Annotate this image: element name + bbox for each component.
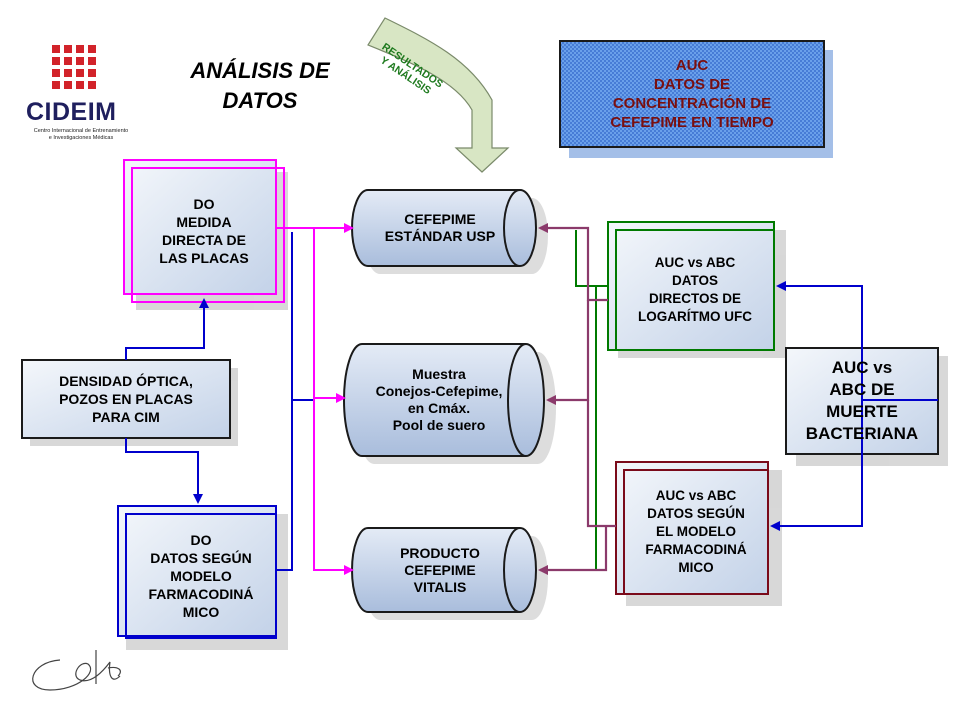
do-modelo-box	[117, 505, 277, 639]
purple-connectors	[538, 223, 616, 575]
logo-name: CIDEIM	[26, 98, 117, 126]
logo-subtitle: Centro Internacional de Entrenamiento e …	[33, 128, 129, 141]
auc-concentration-box	[559, 40, 833, 158]
drum-cefepime-usp-label: CEFEPIME ESTÁNDAR USP	[384, 211, 496, 244]
drum-muestra	[343, 343, 556, 464]
signature-icon	[32, 650, 121, 691]
page-title-line1: ANÁLISIS DE	[190, 58, 330, 83]
drum-muestra-label: Muestra Conejos-Cefepime, en Cmáx. Pool …	[375, 366, 503, 433]
auc-concentration-label: AUC DATOS DE CONCENTRACIÓN DE CEFEPIME E…	[610, 57, 774, 131]
results-banner-arrow	[367, 17, 510, 173]
densidad-text: DENSIDAD ÓPTICA, POZOS EN PLACAS PARA CI…	[59, 373, 193, 425]
drum-vitalis	[351, 527, 548, 620]
blue-connectors	[125, 232, 938, 571]
do-modelo-text: DO DATOS SEGÚN MODELO FARMACODINÁ MICO	[148, 532, 254, 620]
auc-abc-directos-label: AUC vs ABC DATOS DIRECTOS DE LOGARÍTMO U…	[616, 230, 774, 350]
do-medida-label: DO MEDIDA DIRECTA DE LAS PLACAS	[132, 168, 276, 294]
auc-abc-directos-text: AUC vs ABC DATOS DIRECTOS DE LOGARÍTMO U…	[638, 255, 752, 324]
page-title-line2: DATOS	[222, 88, 298, 113]
auc-abc-directos-box	[607, 221, 775, 351]
page-title: ANÁLISIS DE DATOS	[170, 56, 350, 116]
drum-cefepime-usp	[351, 189, 548, 274]
do-medida-text: DO MEDIDA DIRECTA DE LAS PLACAS	[159, 196, 249, 266]
magenta-connectors	[276, 223, 354, 575]
drum-vitalis-label: PRODUCTO CEFEPIME VITALIS	[400, 544, 480, 595]
auc-abc-modelo-text: AUC vs ABC DATOS SEGÚN EL MODELO FARMACO…	[645, 488, 747, 575]
do-modelo-label: DO DATOS SEGÚN MODELO FARMACODINÁ MICO	[126, 514, 276, 638]
densidad-box	[21, 359, 231, 439]
auc-abc-modelo-label: AUC vs ABC DATOS SEGÚN EL MODELO FARMACO…	[624, 470, 768, 594]
auc-abc-muerte-label: AUC vs ABC DE MUERTE BACTERIANA	[786, 348, 938, 454]
densidad-label: DENSIDAD ÓPTICA, POZOS EN PLACAS PARA CI…	[22, 360, 230, 438]
auc-abc-muerte-text: AUC vs ABC DE MUERTE BACTERIANA	[805, 358, 919, 443]
auc-abc-modelo-box	[615, 461, 769, 595]
cideim-logo-icon	[52, 45, 96, 89]
